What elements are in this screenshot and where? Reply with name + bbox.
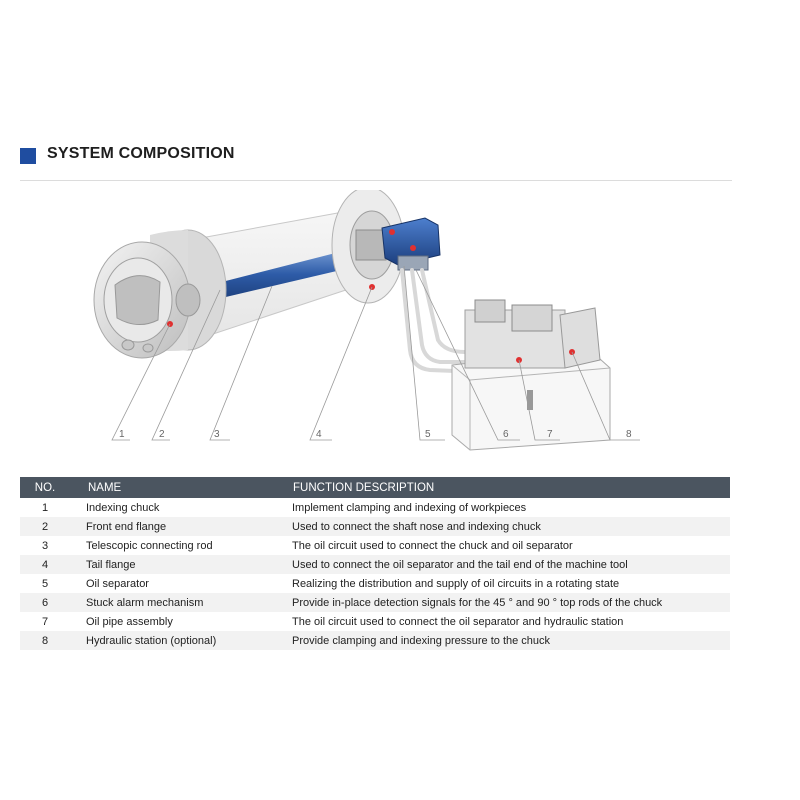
- connecting-rod: [210, 248, 358, 300]
- row-name: Telescopic connecting rod: [70, 536, 285, 555]
- callout-leaders: [111, 265, 640, 441]
- row-name: Front end flange: [70, 517, 285, 536]
- table-row: 3 Telescopic connecting rod The oil circ…: [20, 536, 730, 555]
- row-number: 7: [20, 612, 70, 631]
- row-number: 2: [20, 517, 70, 536]
- table-row: 1 Indexing chuck Implement clamping and …: [20, 498, 730, 517]
- table-row: 2 Front end flange Used to connect the s…: [20, 517, 730, 536]
- row-number: 5: [20, 574, 70, 593]
- row-function: The oil circuit used to connect the oil …: [285, 612, 730, 631]
- row-function: The oil circuit used to connect the chuc…: [285, 536, 730, 555]
- row-name: Oil pipe assembly: [70, 612, 285, 631]
- table-row: 7 Oil pipe assembly The oil circuit used…: [20, 612, 730, 631]
- row-number: 8: [20, 631, 70, 650]
- row-function: Used to connect the shaft nose and index…: [285, 517, 730, 536]
- hydraulic-station: [451, 299, 611, 451]
- tail-flange: [331, 190, 405, 304]
- row-name: Stuck alarm mechanism: [70, 593, 285, 612]
- indexing-chuck: [93, 229, 227, 359]
- callout-5: 5: [425, 429, 431, 440]
- composition-table: NO. NAME FUNCTION DESCRIPTION 1 Indexing…: [20, 477, 730, 650]
- row-function: Used to connect the oil separator and th…: [285, 555, 730, 574]
- column-header-function: FUNCTION DESCRIPTION: [285, 477, 730, 498]
- callout-2: 2: [159, 429, 165, 440]
- callout-1: 1: [119, 429, 125, 440]
- section-marker-icon: [20, 148, 36, 164]
- oil-separator: [381, 217, 441, 271]
- row-function: Implement clamping and indexing of workp…: [285, 498, 730, 517]
- row-number: 3: [20, 536, 70, 555]
- row-name: Indexing chuck: [70, 498, 285, 517]
- callout-3: 3: [214, 429, 220, 440]
- table-header-row: NO. NAME FUNCTION DESCRIPTION: [20, 477, 730, 498]
- table-row: 5 Oil separator Realizing the distributi…: [20, 574, 730, 593]
- callout-7: 7: [547, 429, 553, 440]
- row-name: Tail flange: [70, 555, 285, 574]
- column-header-name: NAME: [70, 477, 285, 498]
- system-illustration: 1 2 3 4 5 6 7 8: [93, 190, 640, 451]
- callout-8: 8: [626, 429, 632, 440]
- table-row: 8 Hydraulic station (optional) Provide c…: [20, 631, 730, 650]
- row-function: Provide in-place detection signals for t…: [285, 593, 730, 612]
- row-number: 1: [20, 498, 70, 517]
- callout-6: 6: [503, 429, 509, 440]
- row-function: Provide clamping and indexing pressure t…: [285, 631, 730, 650]
- row-number: 6: [20, 593, 70, 612]
- section-header: SYSTEM COMPOSITION: [20, 144, 732, 181]
- row-name: Hydraulic station (optional): [70, 631, 285, 650]
- table-row: 4 Tail flange Used to connect the oil se…: [20, 555, 730, 574]
- row-name: Oil separator: [70, 574, 285, 593]
- callout-4: 4: [316, 429, 322, 440]
- row-number: 4: [20, 555, 70, 574]
- section-title: SYSTEM COMPOSITION: [47, 145, 235, 162]
- column-header-no: NO.: [20, 477, 70, 498]
- row-function: Realizing the distribution and supply of…: [285, 574, 730, 593]
- table-row: 6 Stuck alarm mechanism Provide in-place…: [20, 593, 730, 612]
